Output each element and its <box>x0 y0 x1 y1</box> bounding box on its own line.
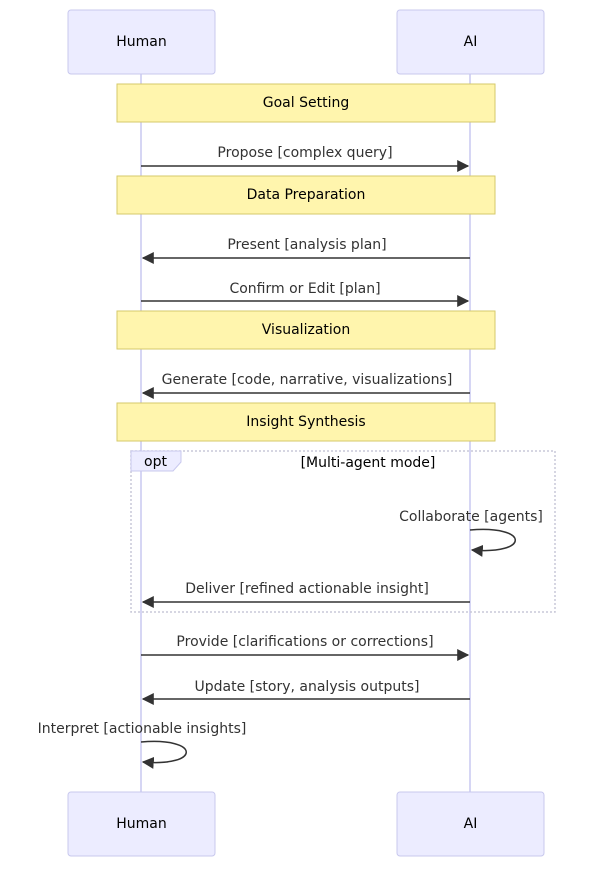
message-deliver: Deliver [refined actionable insight] <box>141 581 470 608</box>
message-interpret-label: Interpret [actionable insights] <box>38 721 247 737</box>
message-generate: Generate [code, narrative, visualization… <box>141 372 470 399</box>
message-present: Present [analysis plan] <box>141 237 470 264</box>
actor-ai-top-label: AI <box>464 34 478 50</box>
actor-ai-bottom: AI <box>396 791 545 857</box>
note-insight-synthesis-label: Insight Synthesis <box>246 414 365 430</box>
actor-human-bottom-label: Human <box>116 816 167 832</box>
message-update-label: Update [story, analysis outputs] <box>195 679 420 695</box>
note-insight-synthesis: Insight Synthesis <box>116 402 496 442</box>
actor-human-bottom: Human <box>67 791 216 857</box>
note-visualization-label: Visualization <box>262 322 350 338</box>
message-propose-label: Propose [complex query] <box>217 145 392 161</box>
actor-human-top: Human <box>67 9 216 75</box>
message-confirm-label: Confirm or Edit [plan] <box>229 281 380 297</box>
message-collaborate-label: Collaborate [agents] <box>399 509 543 525</box>
message-collaborate: Collaborate [agents] <box>399 509 543 557</box>
message-update: Update [story, analysis outputs] <box>141 679 470 705</box>
message-present-label: Present [analysis plan] <box>227 237 386 253</box>
opt-tag <box>130 450 182 472</box>
actor-human-top-label: Human <box>116 34 167 50</box>
opt-condition-label: [Multi-agent mode] <box>301 455 436 471</box>
actor-ai-top: AI <box>396 9 545 75</box>
actor-ai-bottom-label: AI <box>464 816 478 832</box>
message-deliver-label: Deliver [refined actionable insight] <box>185 581 429 597</box>
note-data-preparation-label: Data Preparation <box>247 187 366 203</box>
note-visualization: Visualization <box>116 310 496 350</box>
note-goal-setting-label: Goal Setting <box>263 95 349 111</box>
message-generate-label: Generate [code, narrative, visualization… <box>162 372 453 388</box>
message-provide-label: Provide [clarifications or corrections] <box>176 634 433 650</box>
message-provide: Provide [clarifications or corrections] <box>141 634 470 661</box>
opt-tag-label: opt <box>144 454 167 470</box>
note-data-preparation: Data Preparation <box>116 175 496 215</box>
note-goal-setting: Goal Setting <box>116 83 496 123</box>
message-interpret: Interpret [actionable insights] <box>38 721 247 769</box>
opt-frame: opt [Multi-agent mode] <box>130 450 556 613</box>
message-confirm: Confirm or Edit [plan] <box>141 281 470 307</box>
message-propose: Propose [complex query] <box>141 145 470 172</box>
